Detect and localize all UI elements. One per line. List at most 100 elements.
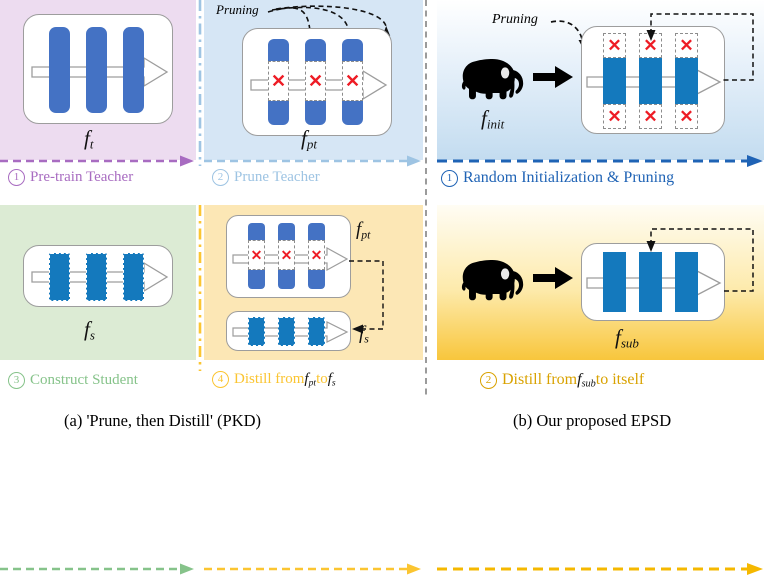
- label-f-pt-sub: pt: [306, 136, 317, 152]
- caption-b: (b) Our proposed EPSD: [513, 411, 672, 430]
- progress-arrow-pretrain: [0, 155, 194, 167]
- x-mark-icon: ✕: [607, 36, 622, 55]
- label-distill-f-pt-sub: pt: [361, 228, 371, 242]
- step-distill-pkd: 4 Distill from fpt to fs: [212, 371, 336, 388]
- step-self-distill: 2 Distill from fsub to itself: [480, 371, 644, 390]
- step-label-distill-from: fpt: [304, 371, 317, 389]
- init-block-3: [675, 58, 698, 104]
- step-label-self-distill-pre: Distill from: [502, 371, 578, 389]
- panel-random-init-pruning: Pruning: [437, 0, 764, 167]
- step-label-f-sub-sub: sub: [581, 378, 596, 390]
- progress-arrow-distill: [204, 563, 421, 575]
- distillation-path-arrow: [349, 260, 384, 334]
- x-mark-icon: ✕: [643, 107, 658, 126]
- step-number-3: 3: [8, 372, 25, 389]
- teacher-block-1: [49, 27, 70, 113]
- label-f-t-sub: t: [89, 136, 94, 152]
- label-f-t: ft: [84, 126, 94, 152]
- input-arrow-icon: [533, 267, 573, 289]
- label-distill-f-s-sub: s: [364, 332, 369, 346]
- step-pretrain-teacher: 1 Pre-train Teacher: [8, 169, 133, 186]
- step-label-pretrain: Pre-train Teacher: [30, 169, 134, 185]
- step-number-epsd-2: 2: [480, 371, 497, 389]
- step-label-distill-to-sub: s: [331, 377, 336, 389]
- distill-student-block-1: [248, 317, 265, 346]
- student-block-3: [123, 253, 144, 301]
- progress-arrow-init: [437, 155, 763, 167]
- progress-arrow-self-distill: [437, 563, 763, 575]
- label-f-init: finit: [481, 106, 505, 132]
- label-distill-f-pt: fpt: [356, 219, 371, 242]
- student-network-box: [23, 245, 173, 307]
- teacher-block-3: [123, 27, 144, 113]
- sub-network-box: [581, 243, 725, 321]
- step-label-f-sub: fsub: [577, 371, 596, 390]
- label-f-s: fs: [84, 317, 95, 343]
- init-block-1: [603, 58, 626, 104]
- step-label-distill-from-sub: pt: [308, 377, 317, 389]
- x-mark-icon: ✕: [270, 71, 287, 91]
- x-mark-icon: ✕: [280, 247, 293, 263]
- label-f-s-sub: s: [89, 327, 95, 343]
- divider-pretrain-prune: [198, 0, 202, 166]
- pruning-annotation-right: Pruning: [492, 12, 538, 27]
- caption-a: (a) 'Prune, then Distill' (PKD): [64, 411, 262, 430]
- step-number-1: 1: [8, 169, 25, 186]
- label-distill-f-s: fs: [359, 323, 369, 346]
- step-prune-teacher: 2 Prune Teacher: [212, 169, 320, 186]
- label-f-sub: fsub: [615, 325, 639, 351]
- student-block-1: [49, 253, 70, 301]
- progress-arrow-student: [0, 563, 194, 575]
- step-label-random-init: Random Initialization & Pruning: [463, 169, 675, 186]
- panel-distill-pkd: ✕ ✕ ✕ fpt f: [204, 205, 423, 575]
- x-mark-icon: ✕: [344, 71, 361, 91]
- pruned-teacher-network-box: ✕ ✕ ✕: [242, 28, 392, 136]
- x-mark-icon: ✕: [307, 71, 324, 91]
- step-label-distill-to: fs: [327, 371, 336, 389]
- label-f-pt: fpt: [301, 126, 317, 152]
- divider-student-distill: [198, 205, 202, 371]
- panel-construct-student: fs: [0, 205, 196, 575]
- elephant-icon: [461, 59, 524, 100]
- label-f-init-sub: init: [486, 116, 505, 132]
- teacher-network-box: [23, 14, 173, 124]
- step-number-2: 2: [212, 169, 229, 186]
- pruning-annotation-left: Pruning: [216, 2, 259, 17]
- teacher-block-2: [86, 27, 107, 113]
- x-mark-icon: ✕: [250, 247, 263, 263]
- distill-student-block-3: [308, 317, 325, 346]
- panel-self-distill: fsub: [437, 205, 764, 575]
- sub-block-2: [639, 252, 662, 312]
- step-label-distill-pre: Distill from: [234, 371, 305, 388]
- x-mark-icon: ✕: [643, 36, 658, 55]
- init-block-2: [639, 58, 662, 104]
- step-label-prune: Prune Teacher: [234, 169, 320, 185]
- step-label-student: Construct Student: [30, 372, 138, 388]
- distill-teacher-box: ✕ ✕ ✕: [226, 215, 351, 298]
- step-construct-student: 3 Construct Student: [8, 372, 138, 389]
- x-mark-icon: ✕: [679, 107, 694, 126]
- step-number-4: 4: [212, 371, 229, 389]
- x-mark-icon: ✕: [679, 36, 694, 55]
- divider-main: [425, 0, 427, 396]
- step-label-distill-mid: to: [316, 371, 328, 388]
- elephant-icon: [461, 260, 524, 301]
- distill-student-block-2: [278, 317, 295, 346]
- sub-block-3: [675, 252, 698, 312]
- self-distill-loop-sub: [646, 228, 754, 292]
- sub-block-1: [603, 252, 626, 312]
- panel-pretrain-teacher: ft: [0, 0, 196, 167]
- step-number-epsd-1: 1: [441, 169, 458, 187]
- step-label-self-distill-post: to itself: [595, 371, 645, 389]
- panel-prune-teacher: Pruning ✕: [204, 0, 423, 167]
- student-block-2: [86, 253, 107, 301]
- progress-arrow-prune: [204, 155, 421, 167]
- init-network-box: ✕ ✕ ✕ ✕ ✕ ✕: [581, 26, 725, 134]
- label-f-sub-sub: sub: [620, 335, 639, 351]
- self-distill-loop-init: [646, 13, 754, 81]
- x-mark-icon: ✕: [607, 107, 622, 126]
- step-random-init: 1 Random Initialization & Pruning: [441, 169, 674, 187]
- distill-student-box: [226, 311, 351, 351]
- x-mark-icon: ✕: [310, 247, 323, 263]
